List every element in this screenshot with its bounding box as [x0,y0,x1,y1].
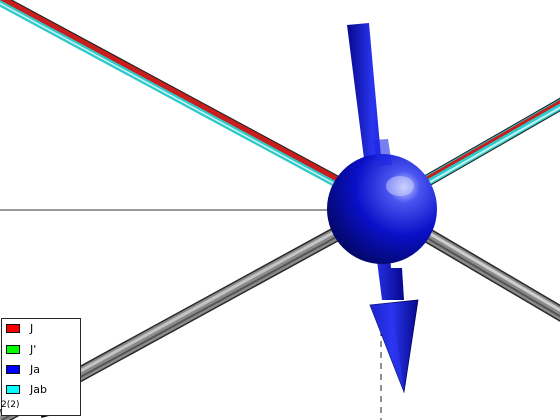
legend-item-j: J [6,321,33,335]
legend-swatch-ja [6,364,20,374]
atom-sphere[interactable] [327,154,437,264]
sphere-highlight [386,176,414,196]
bond-upper-right [415,97,560,192]
moment-arrow-shaft-front [374,139,392,166]
legend-item-jab: Jab [6,382,47,396]
legend-label: J' [30,342,37,356]
legend[interactable]: J J' Ja Jab [1,318,81,416]
legend-label: J [30,321,34,335]
legend-label: Jab [30,382,47,396]
legend-swatch-j [6,323,20,333]
legend-swatch-j-prime [6,344,20,354]
legend-label: Ja [30,362,40,376]
legend-item-j-prime: J' [6,342,36,356]
legend-item-ja: Ja [6,362,40,376]
axis-atom-label: 2(2) [1,400,20,410]
bond-upper-left [0,0,349,193]
legend-swatch-jab [6,384,20,394]
bond-lower-right [418,225,560,322]
